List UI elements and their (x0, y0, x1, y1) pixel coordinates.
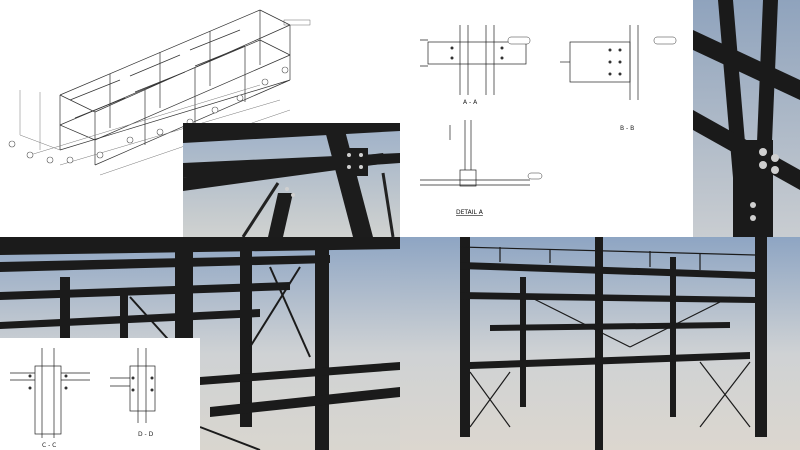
section-cc-dd-drawings: C - C D - D (0, 338, 200, 450)
detail-a-label: DETAIL A (456, 209, 484, 216)
section-bb-label: B - B (620, 125, 634, 132)
beam-connection-render-closeup (693, 0, 800, 237)
structure-perspective-render-right (400, 237, 800, 450)
frame-underside-render (183, 123, 400, 237)
section-dd-label: D - D (138, 431, 154, 438)
connection-detail-drawings: A - A B - B DETAIL A (400, 0, 693, 237)
section-cc-label: C - C (42, 442, 56, 449)
section-aa-label: A - A (463, 99, 478, 106)
